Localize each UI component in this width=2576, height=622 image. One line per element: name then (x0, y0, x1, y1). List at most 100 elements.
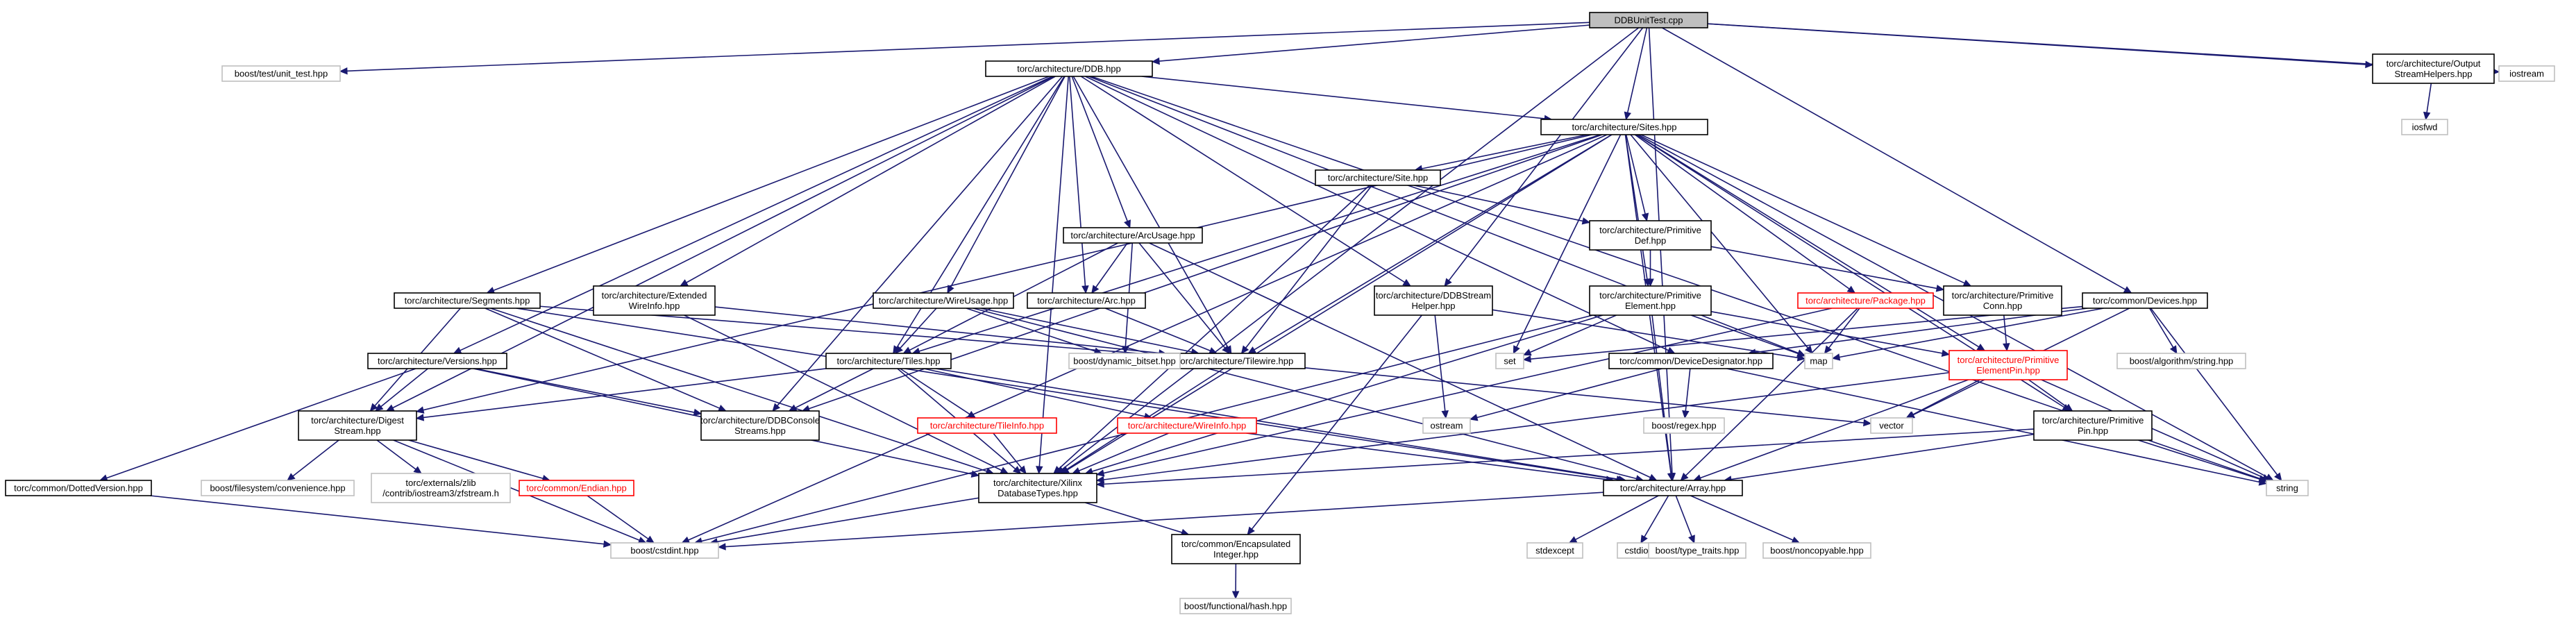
arrowhead-icon (1522, 355, 1531, 363)
node-array[interactable]: torc/architecture/Array.hpp (1603, 480, 1743, 496)
node-box (221, 65, 341, 82)
node-root[interactable]: DDBUnitTest.cpp (1589, 12, 1708, 28)
edge-ddb-to-tilewire (1072, 76, 1232, 355)
node-ostream: ostream (1422, 417, 1471, 434)
node-box (1762, 542, 1871, 559)
arrowhead-icon (2169, 345, 2178, 355)
node-label: boost/filesystem/convenience.hpp (210, 483, 345, 494)
node-wireusage[interactable]: torc/architecture/WireUsage.hpp (873, 292, 1014, 309)
node-box (1870, 417, 1913, 434)
node-label: torc/architecture/WireUsage.hpp (879, 296, 1008, 306)
edge-root-to-sites (1624, 27, 1648, 121)
arrowhead-icon (646, 535, 655, 544)
node-box (1797, 292, 1934, 309)
node-label: Stream.hpp (334, 426, 380, 436)
node-box (873, 292, 1014, 309)
edge-endian-to-cstdint (587, 495, 655, 544)
node-sites[interactable]: torc/architecture/Sites.hpp (1540, 119, 1708, 135)
node-label: torc/common/Devices.hpp (2093, 296, 2197, 306)
node-versions[interactable]: torc/architecture/Versions.hpp (367, 353, 507, 369)
node-primelempin[interactable]: torc/architecture/PrimitiveElementPin.hp… (1948, 350, 2068, 380)
edge-primpin-to-array (1723, 433, 2035, 483)
arrowhead-icon (1846, 285, 1856, 294)
edge-sites-to-package (1634, 134, 1856, 294)
edge-primpin-to-string (2138, 439, 2268, 483)
node-box (367, 353, 507, 369)
node-hash: boost/functional/hash.hpp (1179, 598, 1292, 614)
node-label: torc/architecture/Arc.hpp (1037, 296, 1136, 306)
arrowhead-icon (1072, 467, 1081, 474)
node-label: boost/type_traits.hpp (1656, 546, 1740, 556)
node-outhelpers[interactable]: torc/architecture/OutputStreamHelpers.hp… (2372, 53, 2495, 84)
node-devices[interactable]: torc/common/Devices.hpp (2082, 292, 2208, 309)
node-segments[interactable]: torc/architecture/Segments.hpp (394, 292, 541, 309)
node-box (2082, 292, 2208, 309)
node-dotted[interactable]: torc/common/DottedVersion.hpp (5, 480, 152, 496)
node-label: torc/architecture/DDB.hpp (1017, 64, 1121, 74)
arrowhead-icon (1805, 345, 1813, 354)
arrowhead-icon (1240, 345, 1249, 354)
node-label: torc/architecture/Digest (311, 415, 404, 426)
node-package[interactable]: torc/architecture/Package.hpp (1797, 292, 1934, 309)
node-box (1117, 417, 1257, 434)
node-label: torc/common/DeviceDesignator.hpp (1619, 356, 1762, 367)
edge-primelem-to-array (1651, 314, 1675, 482)
node-boostalgo: boost/algorithm/string.hpp (2116, 353, 2246, 369)
node-ddb[interactable]: torc/architecture/DDB.hpp (985, 60, 1153, 77)
arrowhead-icon (895, 345, 903, 354)
edge-wireinfo-to-xilinx (1072, 432, 1170, 474)
edge-ddb-to-ddbconsole (772, 76, 1063, 412)
node-tileinfo[interactable]: torc/architecture/TileInfo.hpp (917, 417, 1057, 434)
node-dynbitset: boost/dynamic_bitset.hpp (1068, 353, 1181, 369)
node-devdesig[interactable]: torc/common/DeviceDesignator.hpp (1608, 353, 1774, 369)
arrowhead-icon (1124, 219, 1131, 229)
node-label: set (1504, 356, 1516, 367)
node-tilewire[interactable]: torc/architecture/Tilewire.hpp (1165, 353, 1306, 369)
node-arcusage[interactable]: torc/architecture/ArcUsage.hpp (1063, 227, 1203, 244)
edge-array-to-cstdint (717, 491, 1604, 550)
edge-array-to-noncopyable (1690, 495, 1801, 544)
node-label: boost/algorithm/string.hpp (2130, 356, 2234, 367)
arrowhead-icon (1906, 411, 1916, 419)
arrowhead-icon (1036, 466, 1043, 475)
arrowhead-icon (2423, 111, 2431, 121)
node-xilinx[interactable]: torc/architecture/XilinxDatabaseTypes.hp… (978, 473, 1097, 503)
arrowhead-icon (1791, 536, 1801, 544)
node-label: iostream (2509, 69, 2544, 79)
node-label: torc/architecture/Primitive (2042, 415, 2144, 426)
node-label: torc/architecture/Array.hpp (1620, 483, 1726, 494)
edge-encint-to-hash (1231, 563, 1240, 600)
node-tiles[interactable]: torc/architecture/Tiles.hpp (825, 353, 952, 369)
edge-sites-to-set (1513, 134, 1622, 355)
node-set: set (1495, 353, 1524, 369)
node-label: torc/architecture/Primitive (1958, 355, 2060, 365)
arrowhead-icon (1095, 469, 1105, 477)
edge-site-to-tilewire (1240, 185, 1373, 354)
node-endian[interactable]: torc/common/Endian.hpp (519, 480, 634, 496)
node-box (1027, 292, 1146, 309)
arrowhead-icon (1247, 346, 1256, 354)
arrowhead-icon (1831, 353, 1841, 361)
node-label: ElementPin.hpp (1976, 365, 2040, 376)
arrowhead-icon (2123, 286, 2132, 294)
arrowhead-icon (1824, 345, 1833, 354)
arrowhead-icon (717, 543, 726, 550)
node-wireinfo[interactable]: torc/architecture/WireInfo.hpp (1117, 417, 1257, 434)
node-arc[interactable]: torc/architecture/Arc.hpp (1027, 292, 1146, 309)
arrowhead-icon (772, 403, 781, 412)
node-cstdint: boost/cstdint.hpp (610, 542, 719, 559)
edge-ddbstream-to-ostream (1434, 314, 1449, 419)
node-box (1943, 285, 2062, 316)
node-site[interactable]: torc/architecture/Site.hpp (1315, 169, 1441, 186)
arrowhead-icon (1441, 410, 1449, 419)
